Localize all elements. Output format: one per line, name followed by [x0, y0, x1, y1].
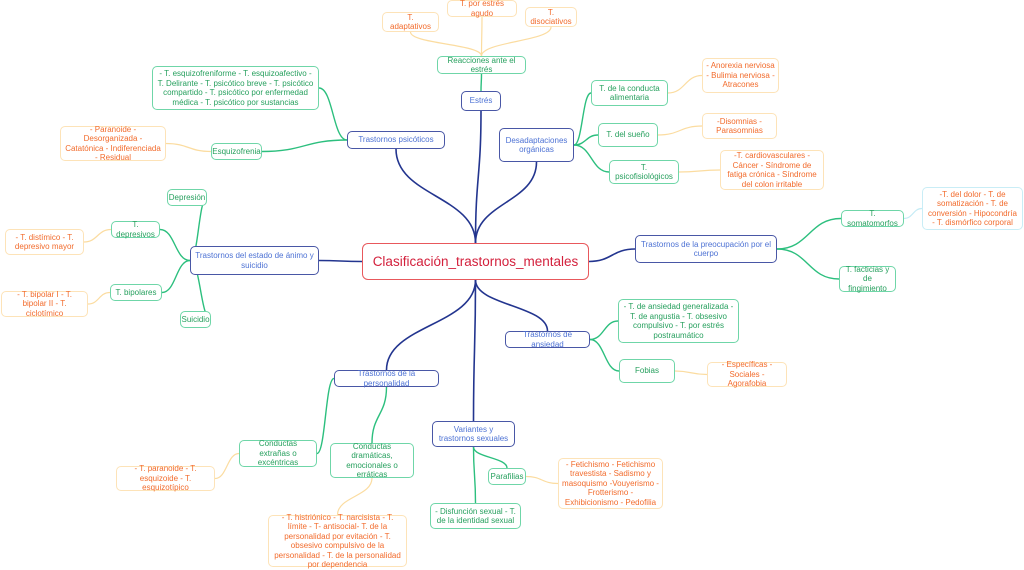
node-esquizofrenia[interactable]: Esquizofrenia	[211, 143, 262, 160]
connector-root-cuerpo	[588, 248, 636, 263]
node-t-adaptativos[interactable]: T. adaptativos	[382, 12, 439, 32]
node-t-disociativos[interactable]: T. disociativos	[525, 7, 577, 27]
connector-parafilias-paratipos	[525, 475, 559, 485]
connector-dramaticas-dramtipos	[336, 477, 373, 516]
connector-sueno-suenotipos	[657, 125, 703, 136]
node-preocupacion-cuerpo[interactable]: Trastornos de la preocupación por el cue…	[635, 235, 777, 263]
node-somatomorfos-tipos[interactable]: -T. del dolor - T. de somatización - T. …	[922, 187, 1023, 230]
connector-personalidad-extranas	[316, 377, 335, 455]
connector-psicofis-psicofistipos	[678, 169, 721, 173]
connector-root-estres	[474, 110, 482, 244]
root-node[interactable]: Clasificación_trastornos_mentales	[362, 243, 589, 280]
connector-estres-reacciones	[480, 73, 483, 92]
node-estres[interactable]: Estrés	[461, 91, 501, 111]
node-fobias-tipos[interactable]: - Específicas - Sociales - Agorafobia	[707, 360, 787, 388]
connector-animo-depresivos	[159, 228, 191, 262]
node-variantes-sexuales[interactable]: Variantes y trastornos sexuales	[432, 421, 515, 447]
node-trastornos-psicoticos[interactable]: Trastornos psicóticos	[347, 131, 445, 149]
node-psicoticos-lista[interactable]: - T. esquizofreniforme - T. esquizoafect…	[152, 66, 319, 110]
node-parafilias-tipos[interactable]: - Fetichismo - Fetichismo travestista - …	[558, 458, 663, 509]
node-t-facticias[interactable]: T. facticias y de fingimiento	[839, 265, 896, 293]
connector-bipolares-biptipos	[87, 291, 111, 305]
connector-depresivos-depretipos	[83, 228, 112, 243]
connector-root-animo	[318, 259, 363, 263]
node-estado-animo-suicidio[interactable]: Trastornos del estado de ánimo y suicidi…	[190, 246, 319, 275]
node-depresivos-tipos[interactable]: - T. distímico - T. depresivo mayor	[5, 229, 84, 255]
node-ansiedad-lista[interactable]: - T. de ansiedad generalizada - T. de an…	[618, 299, 739, 343]
node-reacciones-estres[interactable]: Reacciones ante el estrés	[437, 56, 526, 74]
node-sueno-tipos[interactable]: -Disomnias - Parasomnias	[702, 113, 777, 139]
node-disfuncion-sexual[interactable]: - Disfunción sexual - T. de la identidad…	[430, 503, 521, 529]
node-t-psicofisiologicos[interactable]: T. psicofisiológicos	[609, 160, 679, 184]
node-trastornos-personalidad[interactable]: Trastornos de la personalidad	[334, 369, 439, 388]
node-depresion[interactable]: Depresión	[167, 189, 207, 206]
node-extranas-tipos[interactable]: - T. paranoide - T. esquizoide - T. esqu…	[116, 464, 215, 492]
node-bipolares-tipos[interactable]: - T. bipolar I - T. bipolar II - T. cicl…	[1, 290, 88, 318]
node-t-estres-agudo[interactable]: T. por estrés agudo	[447, 0, 517, 18]
connector-reacciones-adaptativos	[409, 31, 483, 57]
connector-alim-alimtipos	[667, 74, 703, 94]
connector-psicoticos-esquizofrenia	[261, 139, 348, 153]
connector-desadapt-psicofis	[573, 144, 610, 173]
connector-reacciones-disociativos	[480, 26, 552, 57]
node-alimentaria-tipos[interactable]: - Anorexia nerviosa - Bulimia nerviosa -…	[702, 58, 779, 93]
node-conducta-alimentaria[interactable]: T. de la conducta alimentaria	[591, 80, 668, 106]
connector-sexuales-parafilias	[472, 446, 508, 469]
connector-fobias-fobiastipos	[674, 370, 708, 376]
connector-root-desadapt	[474, 161, 538, 244]
connector-desadapt-alim	[573, 92, 592, 146]
connector-ansiedad-fobias	[589, 338, 620, 372]
node-fobias[interactable]: Fobias	[619, 359, 675, 383]
connector-reacciones-agudo	[480, 16, 483, 57]
node-esquizofrenia-tipos[interactable]: - Paranoide - Desorganizada - Catatónica…	[60, 125, 166, 162]
connector-psicoticos-psicolista	[318, 87, 348, 141]
connector-ansiedad-ansilista	[589, 320, 619, 341]
node-t-bipolares[interactable]: T. bipolares	[110, 284, 162, 301]
connector-extranas-extranastipos	[214, 452, 240, 480]
node-t-sueno[interactable]: T. del sueño	[598, 123, 658, 147]
node-parafilias[interactable]: Parafilias	[488, 468, 526, 485]
node-psicofisiologicos-tipos[interactable]: -T. cardiovasculares - Cáncer - Síndrome…	[720, 150, 824, 190]
node-desadaptaciones-organicas[interactable]: Desadaptaciones orgánicas	[499, 128, 574, 162]
node-t-somatomorfos[interactable]: T. somatomorfos	[841, 209, 904, 228]
connector-cuerpo-somato	[776, 217, 842, 250]
node-conductas-extranas[interactable]: Conductas extrañas o excéntricas	[239, 439, 317, 467]
connector-root-ansiedad	[474, 279, 549, 332]
connector-animo-bipolares	[161, 259, 191, 294]
connector-personalidad-dramaticas	[371, 386, 388, 444]
connector-somato-somatotipos	[903, 207, 923, 220]
connector-sexuales-disfuncion	[472, 446, 477, 504]
node-t-depresivos[interactable]: T. depresivos	[111, 220, 160, 239]
connector-root-psicoticos	[395, 148, 477, 244]
connector-root-sexuales	[472, 279, 477, 422]
node-conductas-dramaticas[interactable]: Conductas dramáticas, emocionales o errá…	[330, 442, 414, 479]
node-suicidio[interactable]: Suicidio	[180, 311, 211, 328]
connector-esquizofrenia-esqtipos	[165, 142, 212, 153]
node-trastornos-ansiedad[interactable]: Trastornos de ansiedad	[505, 330, 590, 349]
node-dramaticas-tipos[interactable]: - T. histriónico - T. narcisista - T. lí…	[268, 513, 407, 569]
connector-cuerpo-facticias	[776, 248, 840, 280]
connector-root-personalidad	[385, 279, 477, 371]
